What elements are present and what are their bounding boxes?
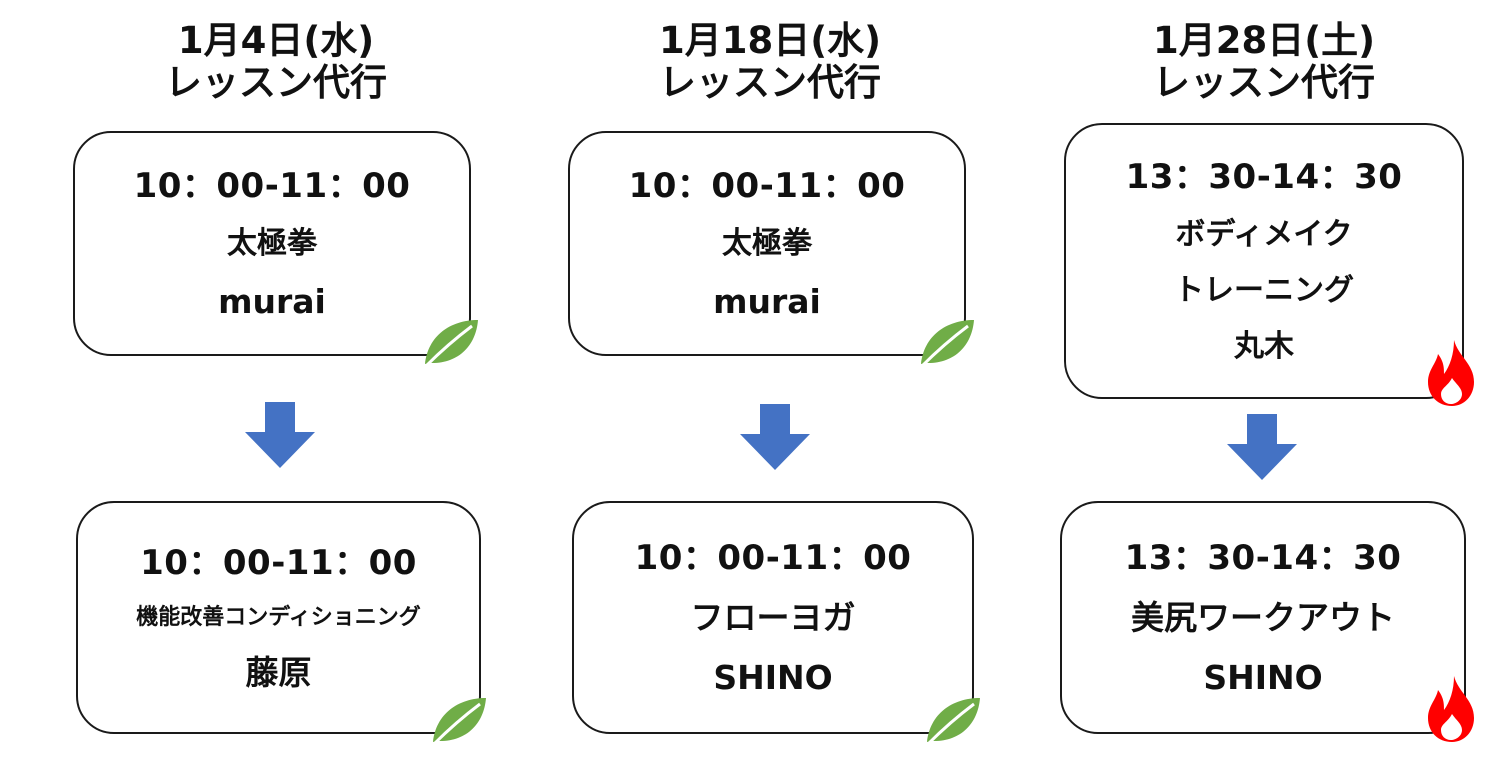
down-arrow-icon <box>740 404 810 470</box>
lesson-name: 太極拳 <box>722 225 812 261</box>
subtitle-label: レッスン代行 <box>1153 61 1375 104</box>
lesson-time: 13：30-14：30 <box>1124 537 1402 578</box>
lesson-name: 美尻ワークアウト <box>1131 597 1395 637</box>
lesson-name-continued: トレーニング <box>1174 273 1354 308</box>
instructor-name: murai <box>218 281 326 321</box>
subtitle-label: レッスン代行 <box>659 61 881 104</box>
lesson-name: ボディメイク <box>1175 217 1353 252</box>
lesson-time: 10：00-11：00 <box>628 165 906 206</box>
lesson-time: 13：30-14：30 <box>1125 157 1403 197</box>
instructor-name: 藤原 <box>245 652 312 692</box>
lesson-name: 機能改善コンディショニング <box>136 604 421 630</box>
lesson-time: 10：00-11：00 <box>634 537 912 578</box>
flame-icon <box>1428 340 1474 406</box>
original-lesson-card: 10：00-11：00 太極拳 murai <box>568 131 966 356</box>
leaf-icon <box>432 698 486 746</box>
instructor-name: SHINO <box>1203 657 1323 697</box>
down-arrow-icon <box>1227 414 1297 480</box>
instructor-name: SHINO <box>713 657 833 697</box>
flame-icon <box>1428 676 1474 742</box>
date-label: 1月28日(土) <box>1152 19 1376 62</box>
substitute-lesson-card: 13：30-14：30 美尻ワークアウト SHINO <box>1060 501 1466 734</box>
date-label: 1月4日(水) <box>177 19 375 62</box>
column-3-heading: 1月28日(土) レッスン代行 <box>1074 20 1454 104</box>
leaf-icon <box>926 698 980 746</box>
original-lesson-card: 13：30-14：30 ボディメイク トレーニング 丸木 <box>1064 123 1464 399</box>
substitute-lesson-card: 10：00-11：00 フローヨガ SHINO <box>572 501 974 734</box>
column-2-heading: 1月18日(水) レッスン代行 <box>580 20 960 104</box>
leaf-icon <box>424 320 478 368</box>
down-arrow-icon <box>245 402 315 468</box>
substitute-lesson-card: 10：00-11：00 機能改善コンディショニング 藤原 <box>76 501 481 734</box>
lesson-time: 10：00-11：00 <box>140 542 417 583</box>
original-lesson-card: 10：00-11：00 太極拳 murai <box>73 131 471 356</box>
lesson-name: 太極拳 <box>227 225 317 261</box>
subtitle-label: レッスン代行 <box>165 61 387 104</box>
lesson-name: フローヨガ <box>690 597 856 637</box>
date-label: 1月18日(水) <box>658 19 882 62</box>
column-1-heading: 1月4日(水) レッスン代行 <box>86 20 466 104</box>
lesson-time: 10：00-11：00 <box>133 165 411 206</box>
instructor-name: 丸木 <box>1234 329 1294 364</box>
leaf-icon <box>920 320 974 368</box>
instructor-name: murai <box>713 281 821 321</box>
